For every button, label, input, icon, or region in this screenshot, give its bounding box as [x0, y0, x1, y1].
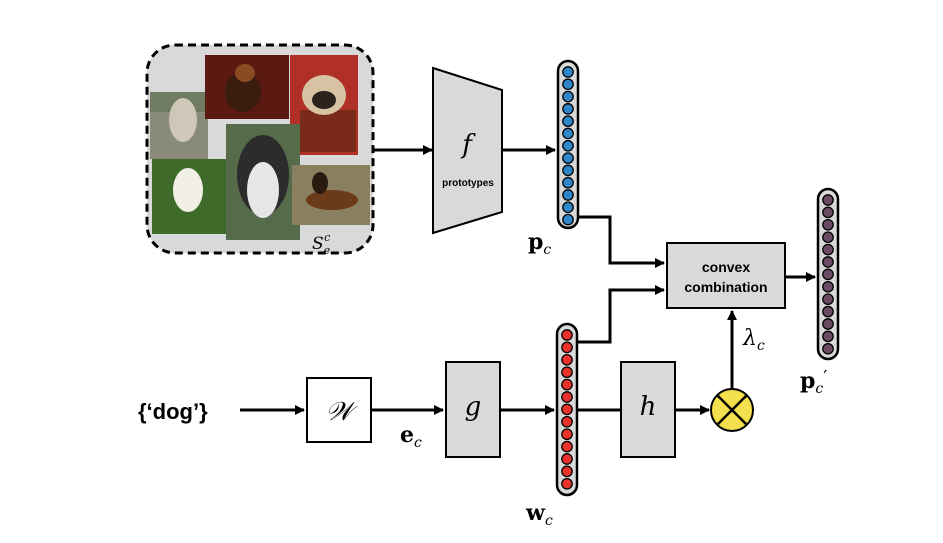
- word-vector-dot: [561, 465, 573, 478]
- prototype-vector-dot: [562, 115, 574, 128]
- pug-photo: [290, 55, 358, 155]
- output-vector-dot: [822, 318, 834, 330]
- convex-combination-box: convex combination: [666, 242, 786, 309]
- prototype-vector-dot: [562, 201, 574, 214]
- word-vector-dot: [561, 391, 573, 403]
- white-dog-photo: [152, 159, 228, 234]
- output-vector-dot: [822, 342, 834, 355]
- arrow-wc-to-combination: [577, 285, 665, 344]
- word-vector: [555, 322, 579, 497]
- wc-label: wc: [525, 500, 553, 529]
- word-vector-dot: [561, 477, 573, 490]
- prototype-vector-dot: [562, 103, 574, 115]
- word-vector-dot: [561, 453, 573, 465]
- support-set: Sec: [145, 43, 375, 257]
- output-vector-dot: [822, 256, 834, 268]
- prototype-vector-dot: [562, 78, 574, 91]
- output-vector: [816, 187, 840, 361]
- output-vector-dot: [822, 330, 834, 343]
- combination-line1: convex: [702, 259, 750, 275]
- word-vector-dot: [561, 341, 573, 354]
- word-vector-dot: [561, 366, 573, 379]
- combination-line2: combination: [684, 279, 767, 295]
- word-vector-dot: [561, 403, 573, 416]
- prototype-vector-dot: [562, 139, 574, 152]
- output-vector-dot: [822, 305, 834, 318]
- output-vector-dot: [822, 218, 834, 231]
- embedding-box: 𝒲: [306, 377, 372, 443]
- prototype-vector-dot: [562, 127, 574, 140]
- word-vector-dot: [561, 329, 573, 341]
- word-vector-dot: [561, 415, 573, 428]
- arrow-pc-to-combination: [578, 215, 665, 268]
- prototype-vector-dot: [562, 176, 574, 189]
- output-vector-dot: [822, 194, 834, 206]
- h-box: h: [620, 361, 676, 458]
- output-vector-dot: [822, 231, 834, 244]
- prototype-vector-dot: [562, 213, 574, 226]
- output-vector-dot: [822, 243, 834, 256]
- word-vector-dot: [561, 428, 573, 441]
- pc-label: pc: [528, 229, 551, 258]
- word-vector-dot: [561, 353, 573, 366]
- output-vector-dot: [822, 206, 834, 219]
- shepherd-photo: [292, 165, 370, 225]
- output-vector-dot: [822, 268, 834, 281]
- dog-photo: [150, 92, 208, 159]
- h-symbol: h: [640, 392, 657, 422]
- ec-label: ec: [400, 422, 422, 451]
- word-vector-dot: [561, 440, 573, 453]
- lambda-label: λc: [742, 326, 765, 354]
- dachshund-photo: [205, 55, 289, 119]
- g-symbol: g: [465, 392, 482, 422]
- prototype-vector-dot: [562, 152, 574, 164]
- multiply-node: [710, 388, 754, 432]
- word-vector-dot: [561, 378, 573, 391]
- output-vector-dot: [822, 280, 834, 293]
- prototypes-caption: prototypes: [442, 178, 494, 189]
- input-word: {‘dog’}: [138, 399, 208, 424]
- prototype-vector-dot: [562, 90, 574, 103]
- output-label: pc′: [800, 367, 827, 397]
- husky-photo: [226, 124, 300, 240]
- g-box: g: [445, 361, 501, 458]
- prototype-vector-dot: [562, 189, 574, 201]
- prototype-vector-dot: [562, 66, 574, 78]
- prototype-network-f: f prototypes: [432, 66, 503, 235]
- prototype-vector-dot: [562, 164, 574, 177]
- output-vector-dot: [822, 293, 834, 306]
- support-set-label: Sec: [312, 231, 331, 257]
- prototype-vector: [556, 59, 580, 230]
